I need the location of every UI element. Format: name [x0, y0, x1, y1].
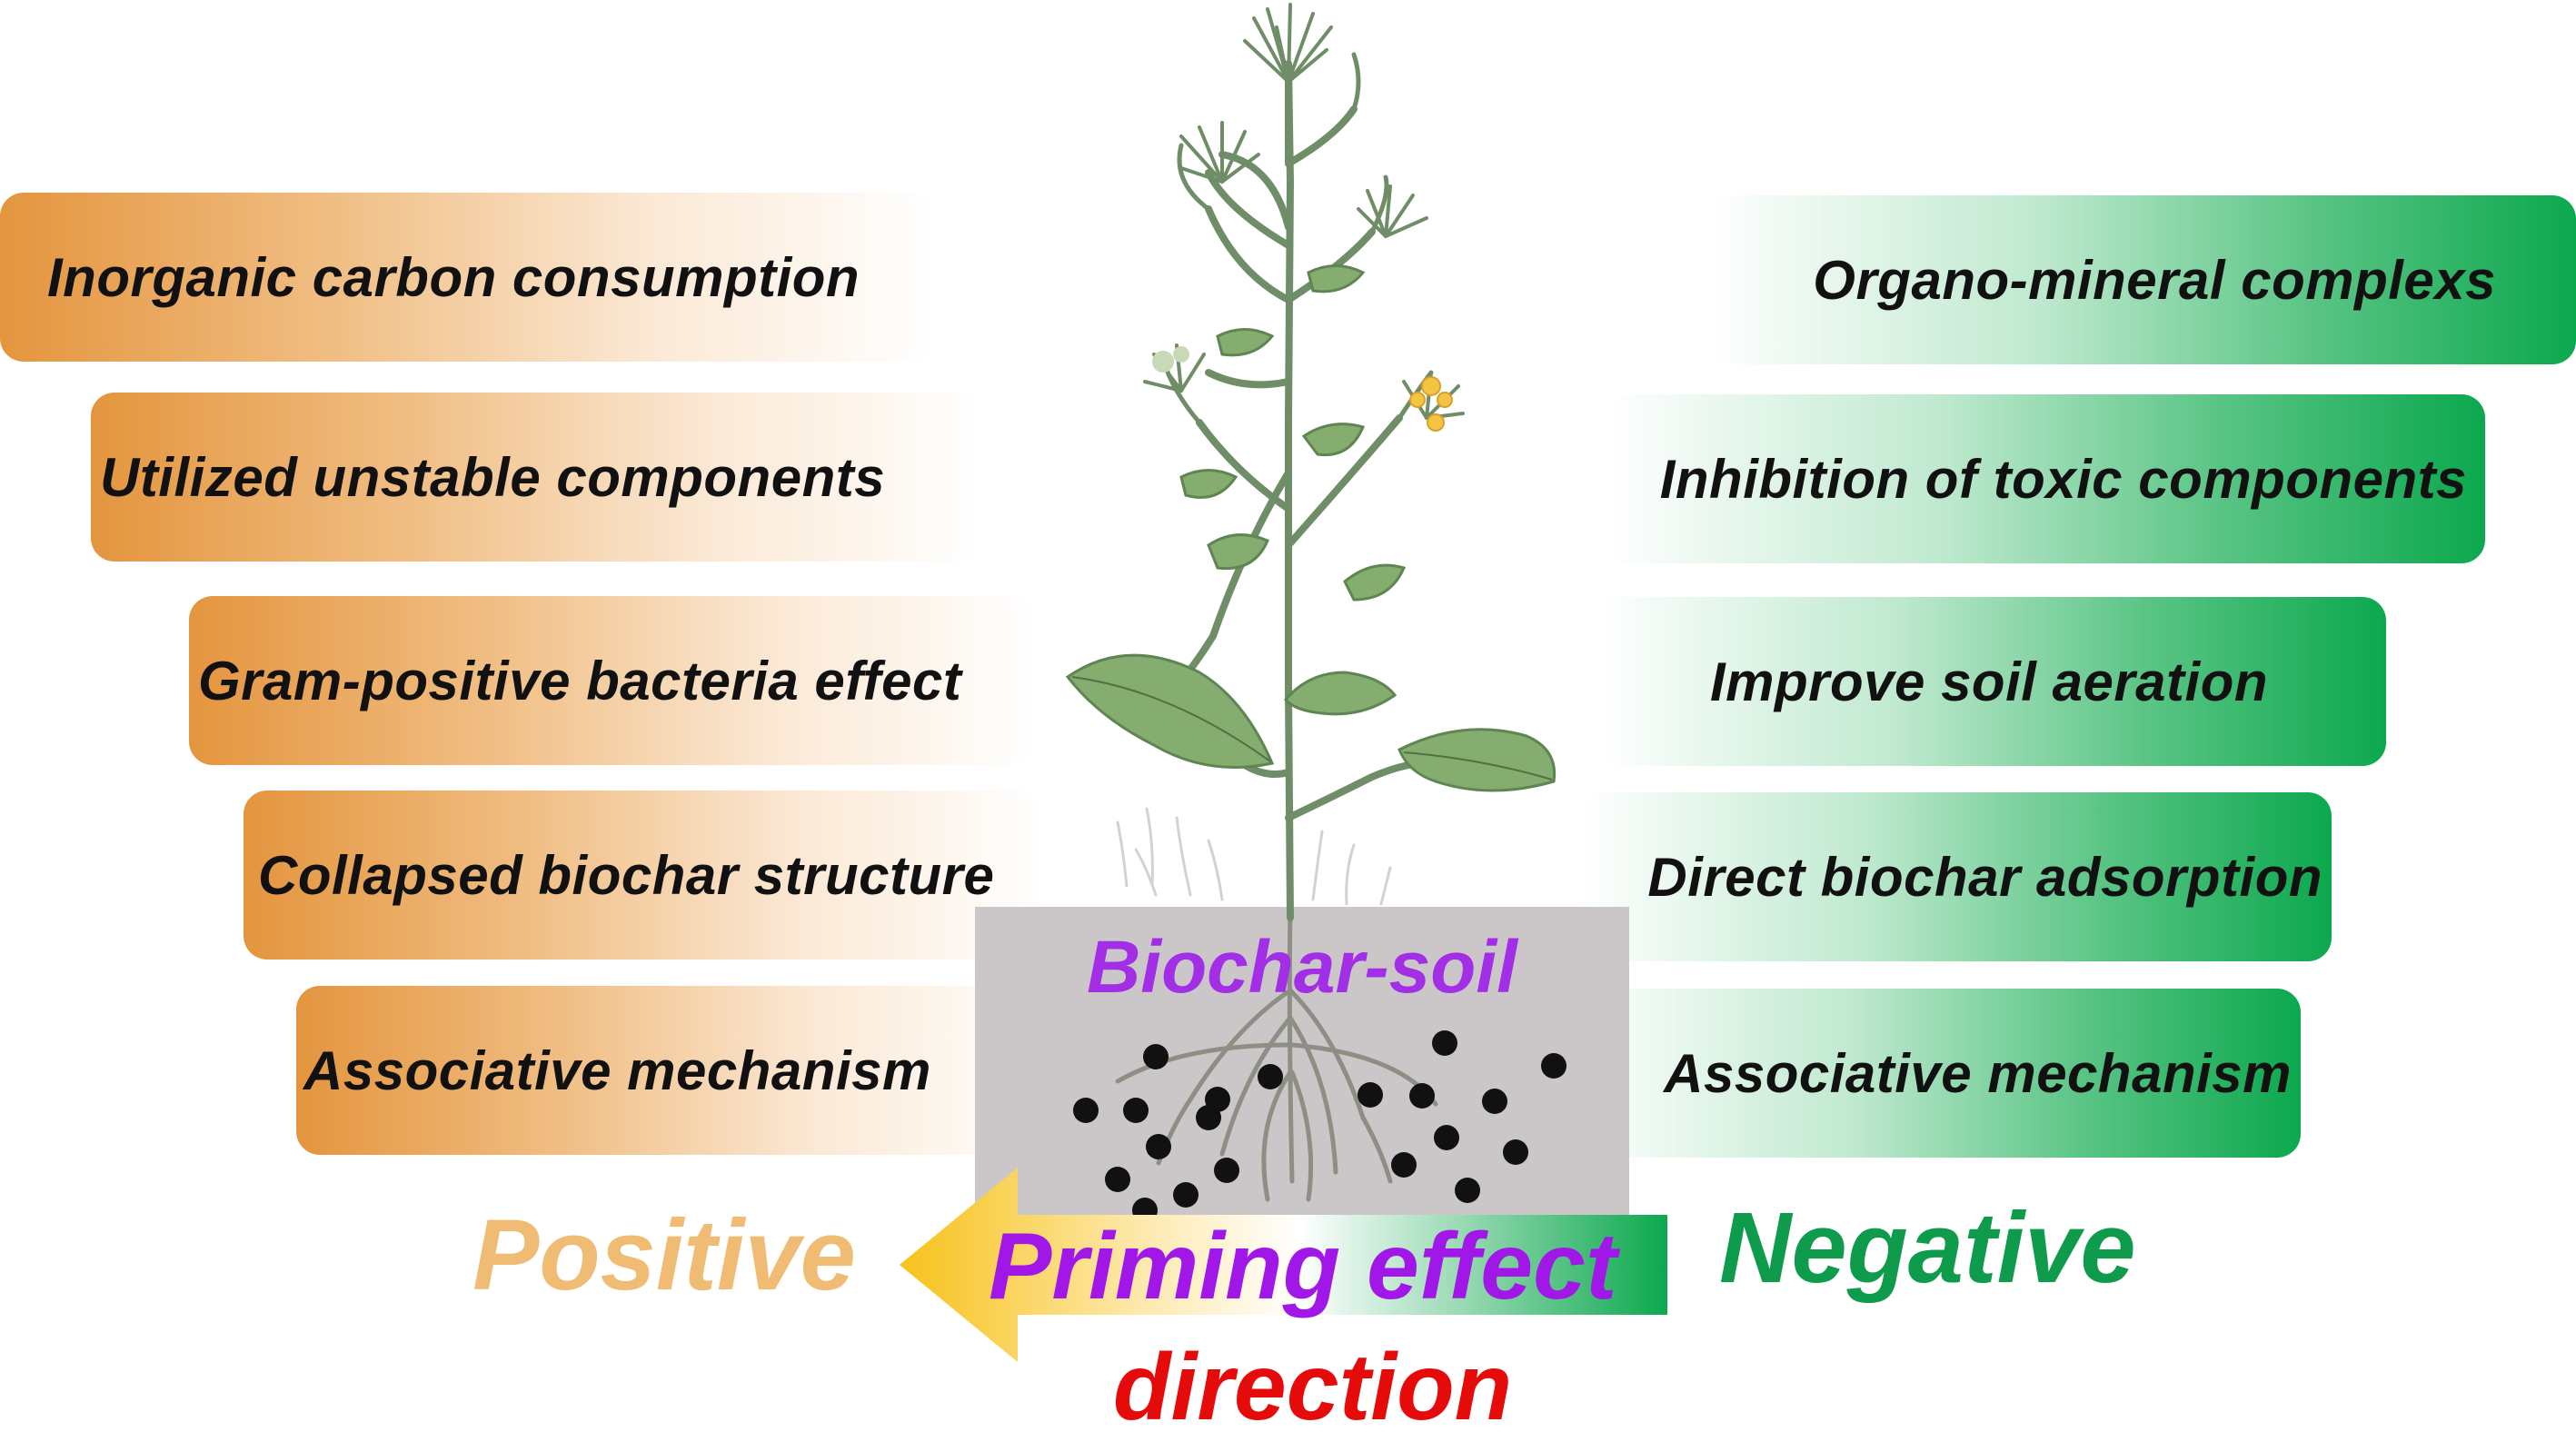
- soil-label: Biochar-soil: [1087, 926, 1517, 1009]
- negative-item-1: Organo-mineral complexs: [1708, 195, 2576, 364]
- negative-item-1-label: Organo-mineral complexs: [1813, 249, 2496, 311]
- negative-item-5: Associative mechanism: [1581, 989, 2301, 1158]
- negative-item-2: Inhibition of toxic components: [1608, 394, 2485, 563]
- positive-item-4-label: Collapsed biochar structure: [258, 844, 995, 906]
- negative-item-2-label: Inhibition of toxic components: [1659, 448, 2467, 510]
- negative-item-3: Improve soil aeration: [1599, 597, 2386, 766]
- priming-effect-label: Priming effect: [989, 1214, 1617, 1319]
- flowers: [1409, 376, 1453, 432]
- negative-heading: Negative: [1719, 1192, 2136, 1304]
- left-arrow-icon: [900, 1168, 1667, 1362]
- positive-item-4: Collapsed biochar structure: [244, 791, 1043, 960]
- negative-item-4-label: Direct biochar adsorption: [1647, 846, 2322, 908]
- roots: [1115, 906, 1438, 1202]
- negative-item-4: Direct biochar adsorption: [1581, 792, 2332, 961]
- positive-item-3-label: Gram-positive bacteria effect: [198, 650, 962, 711]
- positive-item-1: Inorganic carbon consumption: [0, 193, 936, 362]
- positive-item-1-label: Inorganic carbon consumption: [47, 246, 860, 308]
- biochar-particles-icon: [1073, 1030, 1566, 1223]
- positive-item-3: Gram-positive bacteria effect: [189, 596, 1034, 765]
- positive-item-2: Utilized unstable components: [91, 393, 981, 562]
- leaves: [1065, 264, 1557, 792]
- grass-strokes: [1116, 807, 1392, 906]
- positive-heading: Positive: [472, 1199, 856, 1311]
- negative-item-5-label: Associative mechanism: [1664, 1042, 2292, 1104]
- positive-item-5: Associative mechanism: [296, 986, 1041, 1155]
- soil-block: [975, 907, 1629, 1270]
- positive-item-5-label: Associative mechanism: [303, 1039, 931, 1101]
- flower-clusters: [1143, 3, 1465, 420]
- positive-item-2-label: Utilized unstable components: [100, 446, 886, 508]
- negative-item-3-label: Improve soil aeration: [1709, 651, 2268, 712]
- direction-label: direction: [1113, 1335, 1513, 1440]
